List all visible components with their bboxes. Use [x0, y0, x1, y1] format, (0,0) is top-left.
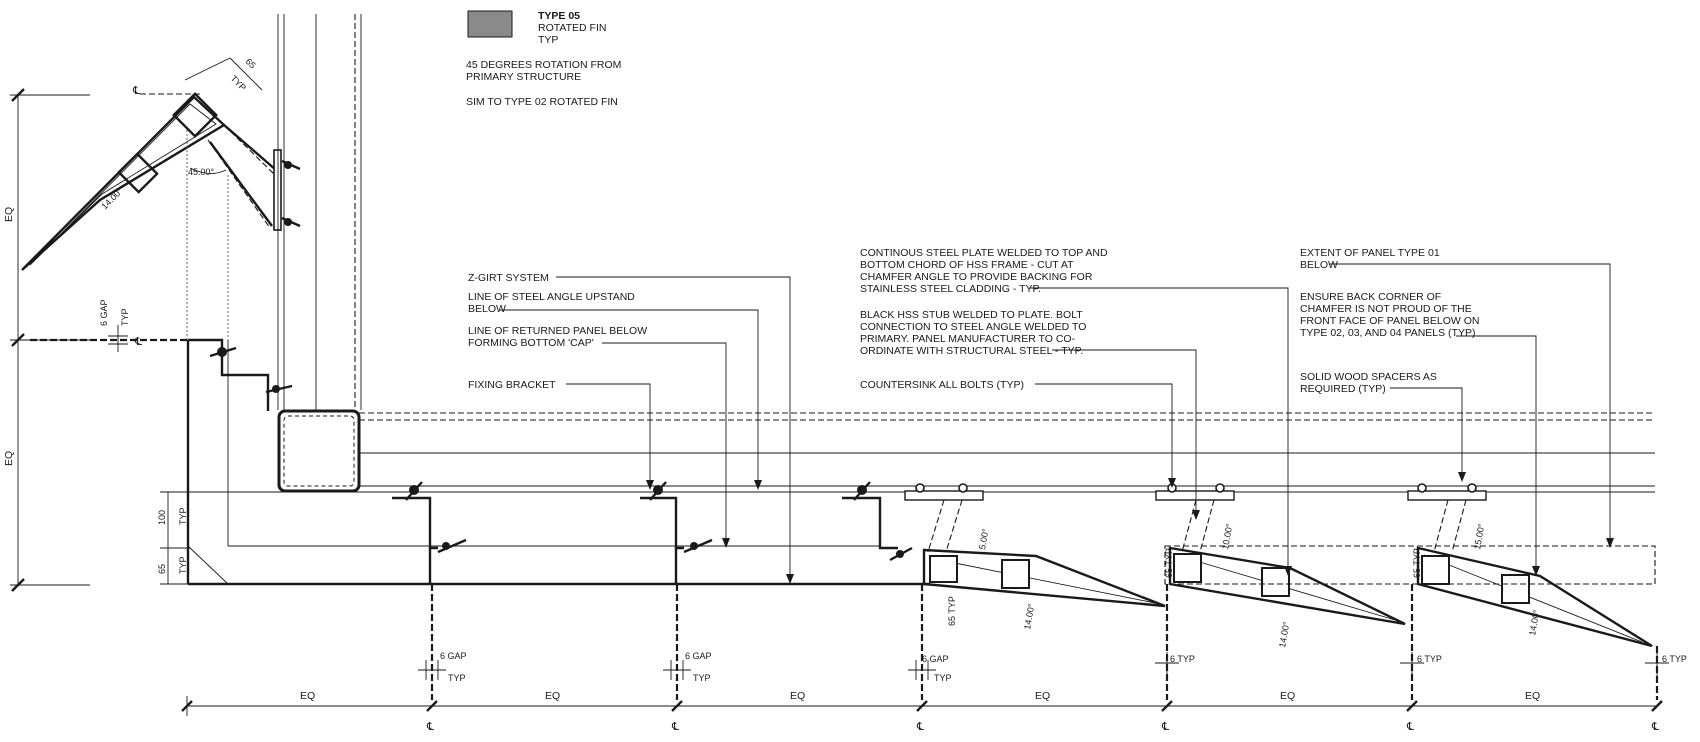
note-returned-l1: LINE OF RETURNED PANEL BELOW: [468, 325, 647, 337]
panel-type01-extent: [1164, 545, 1656, 585]
dim-typ-fin: TYP: [229, 73, 248, 92]
legend-note1-l1: 45 DEGREES ROTATION FROM: [466, 59, 621, 71]
cl-left-mid: ℄: [134, 335, 142, 348]
dim-6gap-left: 6 GAP: [99, 299, 109, 326]
note-plate-l1: CONTINOUS STEEL PLATE WELDED TO TOP AND: [860, 247, 1108, 259]
dim-eq-1: EQ: [300, 690, 315, 702]
dim-10deg: 10.00°: [1220, 522, 1234, 550]
dim-100: 100: [157, 510, 167, 525]
note-ensure-l1: ENSURE BACK CORNER OF: [1300, 291, 1441, 303]
note-extent-l1: EXTENT OF PANEL TYPE 01: [1300, 247, 1440, 259]
dim-5deg: 5.00°: [977, 527, 991, 550]
legend-line1: ROTATED FIN: [538, 22, 606, 34]
panel-fin-2: 10.00° 65 TYP 14.00°: [1155, 483, 1406, 648]
note-plate-l4: STAINLESS STEEL CLADDING - TYP.: [860, 283, 1041, 295]
dim-eq-3: EQ: [790, 690, 805, 702]
note-zgirt: Z-GIRT SYSTEM: [468, 272, 549, 284]
note-stub-l2: CONNECTION TO STEEL ANGLE WELDED TO: [860, 321, 1086, 333]
dim-65-fin: 65: [244, 56, 258, 70]
gap-marker-2: 6 GAP TYP: [663, 651, 712, 683]
note-ensure-l4: TYPE 02, 03, AND 04 PANELS (TYP): [1300, 327, 1475, 339]
legend-line2: TYP: [538, 34, 558, 46]
cl-bottom-6: ℄: [1651, 720, 1659, 733]
note-spacers-l1: SOLID WOOD SPACERS AS: [1300, 371, 1437, 383]
gap-label-3: 6 GAP: [922, 654, 949, 664]
note-spacers-l2: REQUIRED (TYP): [1300, 383, 1386, 395]
rotated-fin-detail: 65 TYP 45.00° 14.00° ℄: [21, 56, 301, 340]
cl-fin-top: ℄: [132, 84, 140, 97]
note-stub-l3: PRIMARY. PANEL MANUFACTURER TO CO-: [860, 333, 1076, 345]
gap-marker-4: 6 TYP: [1155, 652, 1195, 676]
panel-fin-1: 5.00° 65 TYP 14.00°: [904, 483, 1166, 630]
gap-label-2: 6 GAP: [685, 651, 712, 661]
legend-note1-l2: PRIMARY STRUCTURE: [466, 71, 581, 83]
dim-eq-6: EQ: [1525, 690, 1540, 702]
dim-15deg: 15.00°: [1472, 522, 1486, 550]
note-angle-l1: LINE OF STEEL ANGLE UPSTAND: [468, 291, 635, 303]
legend-note2: SIM TO TYPE 02 ROTATED FIN: [466, 96, 618, 108]
cl-bottom-4: ℄: [1161, 720, 1169, 733]
note-plate-l3: CHAMFER ANGLE TO PROVIDE BACKING FOR: [860, 271, 1093, 283]
legend-title: TYPE 05: [538, 10, 580, 22]
bottom-dimensions: 6 GAP TYP 6 GAP TYP 6 GAP TYP 6 TYP 6 TY…: [181, 584, 1687, 733]
gap-marker-5: 6 TYP: [1400, 652, 1442, 676]
legend: TYPE 05 ROTATED FIN TYP 45 DEGREES ROTAT…: [466, 10, 621, 108]
dim-100-typ: TYP: [178, 507, 188, 525]
gap-label-4: 6 TYP: [1170, 654, 1195, 664]
cl-bottom-1: ℄: [426, 720, 434, 733]
legend-swatch: [467, 10, 513, 38]
gap-marker-1: 6 GAP TYP: [418, 651, 467, 683]
note-extent-l2: BELOW: [1300, 259, 1338, 271]
gap-marker-6: 6 TYP: [1645, 652, 1687, 676]
dim-65typ-fin3: 65 TYP: [1412, 548, 1422, 578]
cl-bottom-2: ℄: [671, 720, 679, 733]
dim-65: 65: [157, 564, 167, 574]
dim-65typ-fin2: 65 TYP: [1164, 548, 1174, 578]
note-countersink: COUNTERSINK ALL BOLTS (TYP): [860, 379, 1024, 391]
gap-typ-2: TYP: [693, 673, 711, 683]
fixing-brackets: [392, 481, 913, 584]
gap-typ-1: TYP: [448, 673, 466, 683]
dim-65typ-fin1: 65 TYP: [947, 596, 957, 626]
dim-65-typ: TYP: [178, 556, 188, 574]
dim-eq-5: EQ: [1280, 690, 1295, 702]
note-fixing: FIXING BRACKET: [468, 379, 556, 391]
note-stub-l1: BLACK HSS STUB WELDED TO PLATE. BOLT: [860, 309, 1083, 321]
dim-14deg-fin3: 14.00°: [1527, 608, 1541, 636]
note-angle-l2: BELOW: [468, 303, 506, 315]
gap-typ-3: TYP: [934, 673, 952, 683]
dim-eq-4: EQ: [1035, 690, 1050, 702]
dim-eq-2: EQ: [545, 690, 560, 702]
note-returned-l2: FORMING BOTTOM 'CAP': [468, 337, 594, 349]
left-dimensions: EQ EQ 6 GAP TYP ℄ 100 TYP 65 TYP: [3, 88, 190, 592]
dim-14deg-fin1: 14.00°: [1022, 602, 1036, 630]
dim-eq-upper: EQ: [3, 207, 15, 222]
note-stub-l4: ORDINATE WITH STRUCTURAL STEEL - TYP.: [860, 345, 1083, 357]
note-ensure-l3: FRONT FACE OF PANEL BELOW ON: [1300, 315, 1480, 327]
note-ensure-l2: CHAMFER IS NOT PROUD OF THE: [1300, 303, 1472, 315]
dim-typ-left: TYP: [120, 308, 130, 326]
cl-bottom-3: ℄: [916, 720, 924, 733]
gap-label-6: 6 TYP: [1662, 654, 1687, 664]
note-plate-l2: BOTTOM CHORD OF HSS FRAME - CUT AT: [860, 259, 1074, 271]
gap-label-5: 6 TYP: [1417, 654, 1442, 664]
dim-14deg-fin2: 14.00°: [1277, 620, 1291, 648]
cl-bottom-5: ℄: [1406, 720, 1414, 733]
panel-fin-3: 15.00° 65 TYP 14.00°: [1407, 483, 1653, 648]
dim-eq-lower: EQ: [3, 451, 15, 466]
gap-marker-3: 6 GAP TYP: [908, 654, 952, 683]
dim-45deg: 45.00°: [188, 167, 215, 177]
annotations: Z-GIRT SYSTEM LINE OF STEEL ANGLE UPSTAN…: [468, 247, 1614, 584]
gap-label-1: 6 GAP: [440, 651, 467, 661]
primary-structure: [186, 14, 1655, 586]
